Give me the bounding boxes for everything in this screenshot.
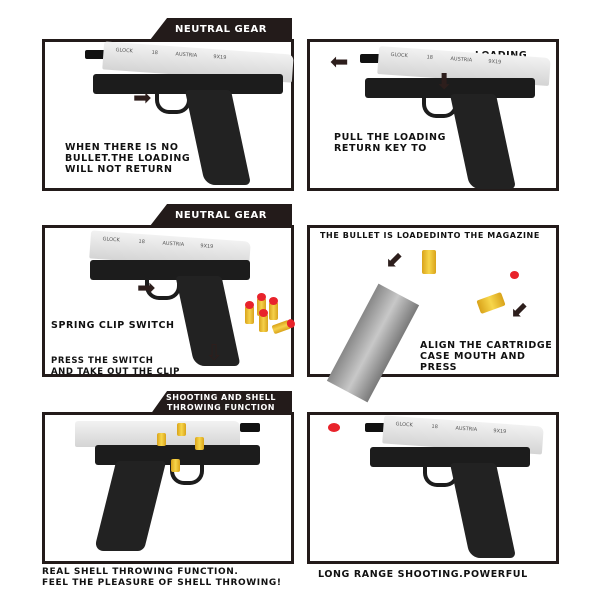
arrow-down-left-icon: ⬋ [385, 248, 404, 273]
ejected-shell-icon [195, 437, 204, 450]
panel-1-tab-label: NEUTRAL GEAR [175, 23, 267, 35]
slide-caliber: 9X19 [493, 428, 507, 436]
slide-country: AUSTRIA [162, 240, 185, 248]
frame [370, 447, 530, 467]
panel-shell-throwing [42, 412, 294, 564]
panel-3-caption-top: SPRING CLIP SWITCH [51, 320, 175, 331]
barrel [85, 50, 109, 59]
cartridge-case-icon [422, 250, 436, 274]
cartridge-case-icon [476, 291, 506, 315]
panel-long-range: GLOCK 18 AUSTRIA 9X19 [307, 412, 559, 564]
grip [184, 90, 252, 185]
panel-5-tab: SHOOTING AND SHELL THROWING FUNCTION [150, 391, 292, 415]
ejected-shell-icon [157, 433, 166, 446]
panel-3-tab: NEUTRAL GEAR [150, 204, 292, 226]
slide-brand: GLOCK [102, 236, 120, 244]
slide-country: AUSTRIA [175, 51, 198, 59]
slide-model: 18 [431, 423, 439, 431]
slide-brand: GLOCK [390, 51, 408, 60]
bullet-icon [269, 297, 278, 320]
grip [449, 463, 517, 558]
slide-model: 18 [151, 49, 159, 57]
frame [93, 74, 283, 94]
panel-3-caption: PRESS THE SWITCH AND TAKE OUT THE CLIP [51, 356, 180, 377]
ejected-shell-icon [171, 459, 180, 472]
frame [95, 445, 260, 465]
projectile-icon [328, 423, 340, 432]
panel-2-caption: PULL THE LOADING RETURN KEY TO [334, 132, 446, 154]
slide-caliber: 9X19 [213, 54, 227, 61]
arrow-down-icon: ⬇ [435, 70, 454, 95]
bullet-icon [259, 309, 268, 332]
panel-loading: LOADING ⬅ GLOCK 18 AUSTRIA 9X19 ⬇ PULL T… [307, 39, 559, 191]
panel-neutral-gear-1: GLOCK 18 AUSTRIA 9X19 ➡ WHEN THERE IS NO… [42, 39, 294, 191]
panel-3-tab-label: NEUTRAL GEAR [175, 209, 267, 221]
panel-4-caption: ALIGN THE CARTRIDGE CASE MOUTH AND PRESS [420, 340, 553, 373]
bullet-icon [271, 319, 292, 335]
slide-country: AUSTRIA [450, 56, 473, 64]
panel-6-caption: LONG RANGE SHOOTING.POWERFUL [318, 569, 528, 580]
arrow-right-icon: ➡ [133, 86, 152, 111]
arrow-down-icon: ⇩ [205, 341, 224, 366]
slide-model: 18 [426, 54, 434, 61]
slide-brand: GLOCK [115, 47, 133, 55]
panel-magazine-loading: THE BULLET IS LOADEDINTO THE MAGAZINE ⬋ … [307, 225, 559, 403]
barrel [360, 54, 384, 63]
panel-5-tab-label: SHOOTING AND SHELL THROWING FUNCTION [166, 393, 276, 412]
barrel [365, 423, 389, 432]
bullet-icon [257, 293, 266, 316]
slide-caliber: 9X19 [488, 58, 502, 66]
slide-country: AUSTRIA [455, 425, 478, 433]
arrow-right-icon: ➡ [137, 276, 156, 301]
arrow-left-icon: ⬅ [330, 50, 349, 75]
panel-1-caption: WHEN THERE IS NO BULLET.THE LOADING WILL… [65, 142, 191, 175]
bullet-icon [245, 301, 254, 324]
grip [449, 94, 517, 189]
panel-5-caption: REAL SHELL THROWING FUNCTION. FEEL THE P… [42, 567, 282, 588]
slide-brand: GLOCK [395, 421, 413, 429]
ejected-shell-icon [177, 423, 186, 436]
panel-neutral-gear-2: GLOCK 18 AUSTRIA 9X19 ➡ ⇩ SPRING CLIP SW… [42, 225, 294, 377]
panel-4-tab-label: THE BULLET IS LOADEDINTO THE MAGAZINE [320, 231, 540, 240]
panel-1-tab: NEUTRAL GEAR [150, 18, 292, 40]
grip [93, 461, 167, 551]
frame [90, 260, 250, 280]
barrel [240, 423, 260, 432]
frame [365, 78, 535, 98]
magazine-illustration [326, 283, 420, 403]
slide-model: 18 [138, 238, 146, 246]
arrow-down-left-icon: ⬋ [510, 298, 529, 323]
slide-caliber: 9X19 [200, 243, 214, 251]
